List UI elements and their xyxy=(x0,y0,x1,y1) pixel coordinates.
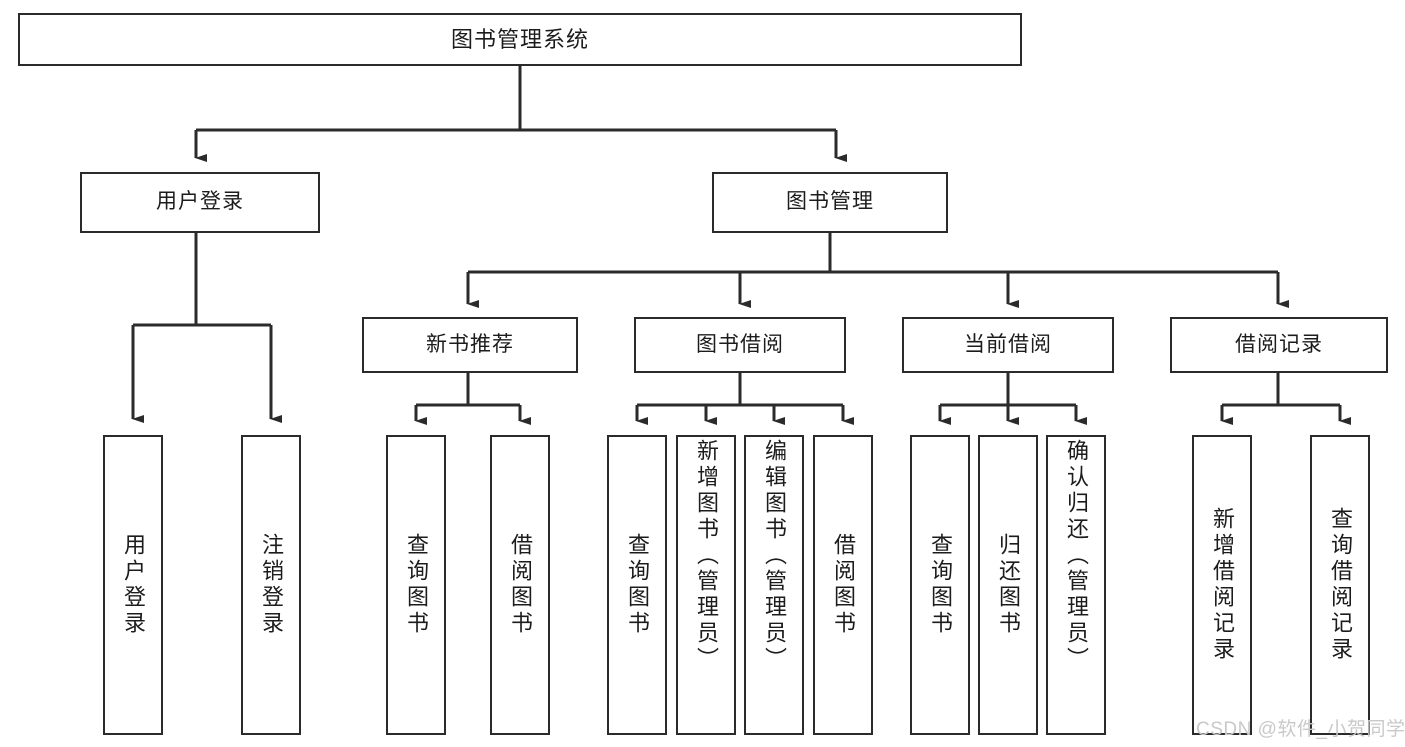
leaf-return-book[interactable]: 归还图书 xyxy=(978,435,1038,735)
leaf-add-borrow-record[interactable]: 新增借阅记录 xyxy=(1192,435,1252,735)
node-user-login-label: 用户登录 xyxy=(156,190,244,214)
leaf-borrow-book-recommend[interactable]: 借阅图书 xyxy=(490,435,550,735)
leaf-query-borrow-record[interactable]: 查询借阅记录 xyxy=(1310,435,1370,735)
leaf-add-borrow-record-label: 新增借阅记录 xyxy=(1209,507,1235,663)
leaf-user-login[interactable]: 用户登录 xyxy=(103,435,163,735)
leaf-borrow-book-recommend-label: 借阅图书 xyxy=(507,533,533,637)
leaf-query-borrow-record-label: 查询借阅记录 xyxy=(1327,507,1353,663)
node-book-borrow[interactable]: 图书借阅 xyxy=(634,317,846,373)
leaf-borrow-book-label: 借阅图书 xyxy=(830,533,856,637)
leaf-add-book-admin-label: 新增图书（管理员） xyxy=(693,439,719,673)
leaf-logout[interactable]: 注销登录 xyxy=(241,435,301,735)
node-book-management-label: 图书管理 xyxy=(786,190,874,214)
leaf-confirm-return-admin-label: 确认归还（管理员） xyxy=(1063,439,1089,673)
node-current-borrow-label: 当前借阅 xyxy=(964,332,1052,356)
leaf-user-login-label: 用户登录 xyxy=(120,533,146,637)
leaf-edit-book-admin[interactable]: 编辑图书（管理员） xyxy=(744,435,804,735)
node-root-label: 图书管理系统 xyxy=(450,26,589,52)
node-user-login[interactable]: 用户登录 xyxy=(80,172,320,233)
node-borrow-record[interactable]: 借阅记录 xyxy=(1170,317,1388,373)
node-book-borrow-label: 图书借阅 xyxy=(696,332,784,356)
leaf-edit-book-admin-label: 编辑图书（管理员） xyxy=(761,439,787,673)
node-new-book-recommend[interactable]: 新书推荐 xyxy=(362,317,578,373)
leaf-borrow-book[interactable]: 借阅图书 xyxy=(813,435,873,735)
leaf-add-book-admin[interactable]: 新增图书（管理员） xyxy=(676,435,736,735)
leaf-return-book-label: 归还图书 xyxy=(995,533,1021,637)
node-book-management[interactable]: 图书管理 xyxy=(712,172,948,233)
node-root[interactable]: 图书管理系统 xyxy=(18,13,1022,66)
node-current-borrow[interactable]: 当前借阅 xyxy=(902,317,1114,373)
leaf-query-book-current[interactable]: 查询图书 xyxy=(910,435,970,735)
leaf-confirm-return-admin[interactable]: 确认归还（管理员） xyxy=(1046,435,1106,735)
node-new-book-recommend-label: 新书推荐 xyxy=(426,332,514,356)
leaf-query-book-recommend[interactable]: 查询图书 xyxy=(386,435,446,735)
leaf-query-book-borrow[interactable]: 查询图书 xyxy=(607,435,667,735)
leaf-logout-label: 注销登录 xyxy=(258,533,284,637)
watermark: CSDN @软件_小贺同学 xyxy=(1196,719,1405,740)
leaf-query-book-borrow-label: 查询图书 xyxy=(624,533,650,637)
leaf-query-book-current-label: 查询图书 xyxy=(927,533,953,637)
leaf-query-book-recommend-label: 查询图书 xyxy=(403,533,429,637)
node-borrow-record-label: 借阅记录 xyxy=(1235,332,1323,356)
